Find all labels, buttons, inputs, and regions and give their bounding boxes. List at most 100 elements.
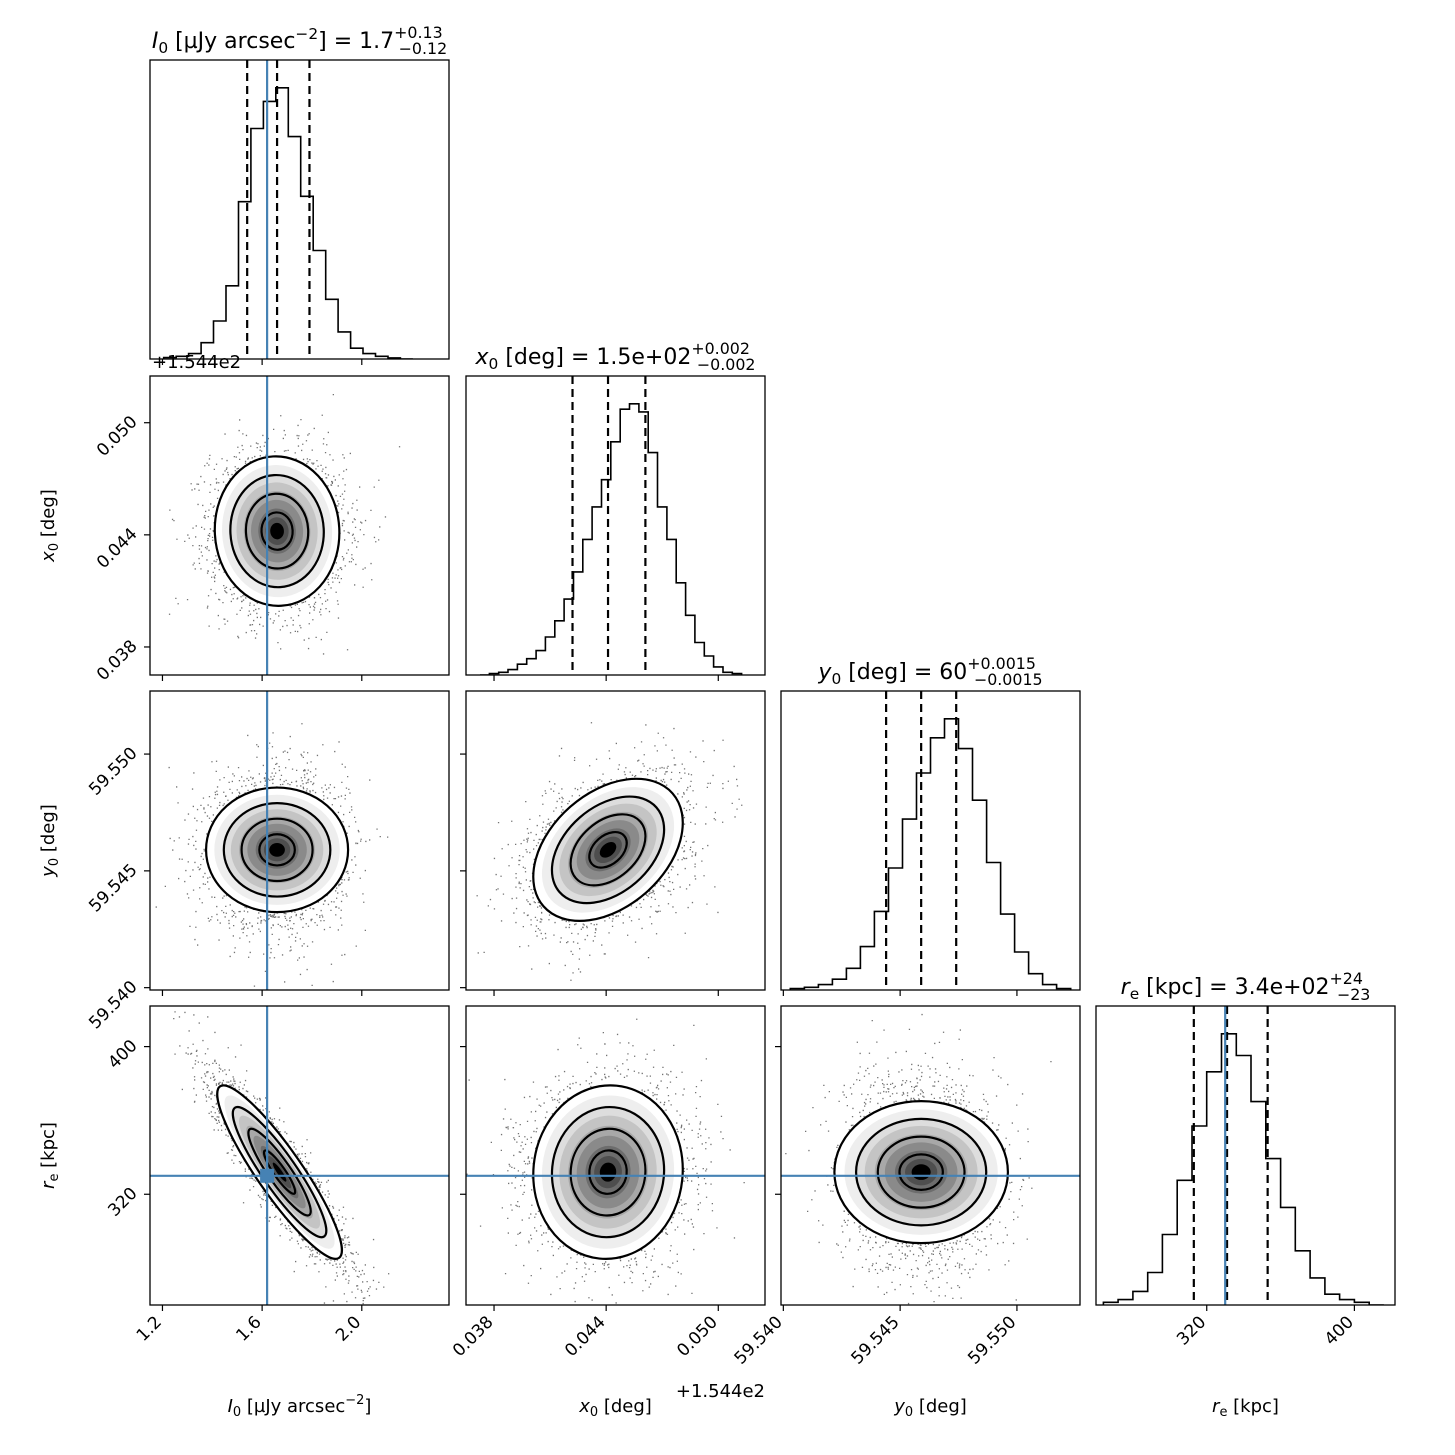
x-tick-label: 59.540 bbox=[731, 1312, 787, 1368]
panel-frame bbox=[149, 1005, 450, 1306]
density-peak bbox=[269, 842, 285, 857]
x-tick-label: 59.545 bbox=[847, 1312, 903, 1368]
title-unit: [deg] bbox=[498, 345, 564, 370]
y-tick-label: 59.550 bbox=[85, 743, 141, 799]
x-tick-label: 59.550 bbox=[964, 1312, 1020, 1368]
contour-level-2 bbox=[569, 813, 647, 887]
panel-frame bbox=[465, 690, 766, 991]
contour-level-1 bbox=[898, 1153, 944, 1191]
contour-level-2 bbox=[244, 492, 310, 570]
histogram-title: I0 [µJy arcsec−2] = 1.7+0.13−0.12 bbox=[152, 23, 447, 58]
label-unit: [kpc] bbox=[1227, 1396, 1279, 1417]
y-axis-label-re: re [kpc] bbox=[38, 1122, 62, 1189]
panel-frame bbox=[465, 1005, 766, 1306]
title-subscript: e bbox=[1130, 985, 1139, 1003]
label-symbol: r bbox=[1212, 1396, 1221, 1417]
label-unit: [µJy arcsec bbox=[241, 1396, 345, 1417]
title-bracket: ] bbox=[318, 29, 327, 54]
label-superscript: −2 bbox=[345, 1393, 364, 1408]
contour-level-3 bbox=[854, 1117, 988, 1227]
histogram-steps bbox=[789, 718, 1072, 990]
title-lower-error: −0.002 bbox=[697, 355, 756, 374]
title-upper-error: +0.13 bbox=[394, 23, 443, 42]
histogram-title: x0 [deg] = 1.5e+02+0.002−0.002 bbox=[475, 339, 756, 374]
y-tick-label: 320 bbox=[104, 1184, 141, 1221]
histogram-title: re [kpc] = 3.4e+02+24−23 bbox=[1121, 969, 1371, 1004]
panel-frame bbox=[149, 690, 450, 991]
histogram-steps bbox=[1102, 1033, 1384, 1305]
y-axis-offset-x0: +1.544e2 bbox=[152, 352, 241, 373]
contour-level-1 bbox=[588, 830, 628, 869]
label-bracket: ] bbox=[364, 1396, 371, 1417]
y-axis-label-y0: y0 [deg] bbox=[38, 804, 62, 878]
label-subscript: e bbox=[47, 1174, 62, 1182]
y-tick-label: 59.545 bbox=[85, 860, 141, 916]
x-tick-label: 0.050 bbox=[673, 1312, 722, 1361]
contour-level-3 bbox=[229, 473, 325, 589]
x-axis-label-I0: I0 [µJy arcsec−2] bbox=[228, 1393, 372, 1420]
x-tick-label: 400 bbox=[1321, 1312, 1358, 1349]
contour-level-4 bbox=[532, 1084, 684, 1260]
histogram-I0: I0 [µJy arcsec−2] = 1.7+0.13−0.12 bbox=[149, 23, 450, 360]
contour-level-1 bbox=[588, 1149, 628, 1195]
label-symbol: x bbox=[38, 551, 59, 563]
contour-level-2 bbox=[240, 817, 314, 883]
title-symbol: r bbox=[1121, 975, 1132, 1000]
contour-level-4 bbox=[204, 786, 350, 914]
density-peak bbox=[270, 522, 284, 540]
contour-level-4 bbox=[216, 1084, 343, 1260]
label-unit: [deg] bbox=[38, 804, 59, 858]
histogram-y0: y0 [deg] = 60+0.0015−0.0015 bbox=[780, 654, 1081, 991]
panel-frame bbox=[149, 375, 450, 676]
title-superscript: −2 bbox=[295, 25, 318, 43]
contour-level-3 bbox=[550, 795, 666, 905]
x-axis-label-y0: y0 [deg] bbox=[893, 1396, 967, 1420]
title-subscript: 0 bbox=[489, 355, 499, 373]
panel-frame bbox=[1095, 1005, 1396, 1306]
contour-level-1 bbox=[258, 833, 296, 867]
histogram-re: re [kpc] = 3.4e+02+24−23 bbox=[1095, 969, 1396, 1306]
contour-level-4 bbox=[532, 777, 684, 922]
x-axis-label-x0: x0 [deg] bbox=[578, 1396, 652, 1420]
title-upper-error: +0.0015 bbox=[967, 654, 1036, 673]
x-tick-label: 2.0 bbox=[332, 1312, 365, 1345]
x-tick-label: 1.6 bbox=[232, 1312, 265, 1345]
title-upper-error: +0.002 bbox=[691, 339, 750, 358]
panel-x0-y0 bbox=[465, 690, 766, 991]
label-symbol: y bbox=[893, 1396, 905, 1417]
label-subscript: 0 bbox=[47, 543, 62, 551]
title-symbol: I bbox=[152, 29, 159, 54]
title-unit: [kpc] bbox=[1139, 975, 1202, 1000]
label-subscript: e bbox=[1219, 1405, 1227, 1420]
x-tick-label: 1.2 bbox=[133, 1312, 166, 1345]
title-value: = 3.4e+02 bbox=[1202, 975, 1329, 1000]
y-tick-label: 400 bbox=[104, 1036, 141, 1073]
label-symbol: I bbox=[228, 1396, 233, 1417]
y-axis-label-x0: x0 [deg] bbox=[38, 489, 62, 563]
contour-level-1 bbox=[260, 511, 294, 551]
label-symbol: x bbox=[578, 1396, 590, 1417]
panel-frame bbox=[780, 690, 1081, 991]
label-subscript: 0 bbox=[905, 1405, 913, 1420]
x-tick-label: 0.038 bbox=[449, 1312, 498, 1361]
title-value: = 1.5e+02 bbox=[564, 345, 691, 370]
label-symbol: r bbox=[38, 1180, 59, 1189]
panel-I0-re bbox=[149, 1005, 450, 1306]
title-lower-error: −0.12 bbox=[399, 39, 448, 58]
title-unit: [deg] bbox=[841, 660, 907, 685]
histogram-steps bbox=[480, 403, 743, 675]
title-value: = 1.7 bbox=[327, 29, 394, 54]
panel-x0-re bbox=[465, 1005, 766, 1306]
panel-I0-x0 bbox=[149, 375, 450, 676]
x-tick-label: 320 bbox=[1173, 1312, 1210, 1349]
label-subscript: 0 bbox=[47, 858, 62, 866]
label-symbol: y bbox=[38, 866, 59, 878]
label-unit: [deg] bbox=[38, 489, 59, 543]
panel-frame bbox=[149, 59, 450, 360]
histogram-title: y0 [deg] = 60+0.0015−0.0015 bbox=[817, 654, 1042, 689]
y-tick-label: 0.044 bbox=[93, 524, 142, 573]
truth-marker bbox=[260, 1168, 275, 1183]
panel-I0-y0 bbox=[149, 690, 450, 991]
x-axis-label-re: re [kpc] bbox=[1212, 1396, 1279, 1420]
histogram-x0: x0 [deg] = 1.5e+02+0.002−0.002 bbox=[465, 339, 766, 676]
